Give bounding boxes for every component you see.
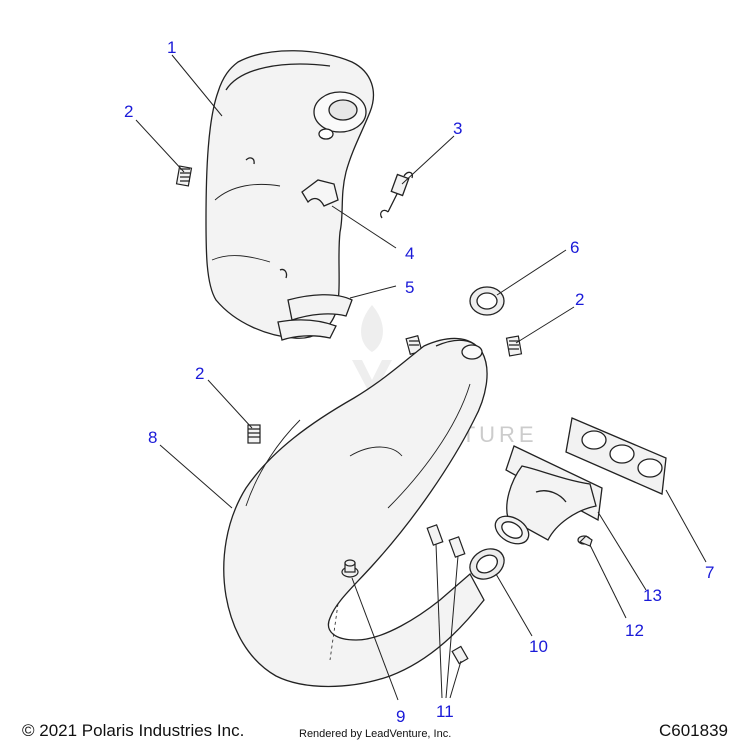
part-spring-set xyxy=(426,524,469,665)
part-coupler xyxy=(469,548,505,580)
callout-8: 8 xyxy=(148,428,157,447)
callout-1: 1 xyxy=(167,38,176,57)
callout-2-mid: 2 xyxy=(195,364,204,383)
part-manifold xyxy=(494,445,603,545)
part-manifold-gasket xyxy=(565,417,667,495)
callout-7: 7 xyxy=(705,563,714,582)
callout-10: 10 xyxy=(529,637,548,656)
callouts: 1 2 3 4 5 6 2 2 8 7 13 12 10 9 11 xyxy=(124,38,714,726)
callout-6: 6 xyxy=(570,238,579,257)
part-bracket xyxy=(301,179,339,207)
callout-4: 4 xyxy=(405,244,414,263)
copyright-text: © 2021 Polaris Industries Inc. xyxy=(22,721,245,740)
leader-lines xyxy=(135,54,707,701)
callout-12: 12 xyxy=(625,621,644,640)
part-bolt xyxy=(577,535,593,547)
rendered-by-text: Rendered by LeadVenture, Inc. xyxy=(299,728,452,740)
part-stud xyxy=(341,559,359,578)
callout-11: 11 xyxy=(436,702,454,721)
callout-5: 5 xyxy=(405,278,414,297)
callout-13: 13 xyxy=(643,586,662,605)
callout-9: 9 xyxy=(396,707,405,726)
watermark-logo xyxy=(352,305,392,398)
diagram-code: C601839 xyxy=(658,721,728,740)
callout-2-right: 2 xyxy=(575,290,584,309)
callout-2-top: 2 xyxy=(124,102,133,121)
part-spring-long xyxy=(380,171,414,219)
part-exhaust-pipe xyxy=(223,337,488,688)
part-heat-shield xyxy=(205,50,374,341)
part-gasket-ring xyxy=(469,286,505,316)
part-spring-small xyxy=(175,165,523,444)
callout-3: 3 xyxy=(453,119,462,138)
